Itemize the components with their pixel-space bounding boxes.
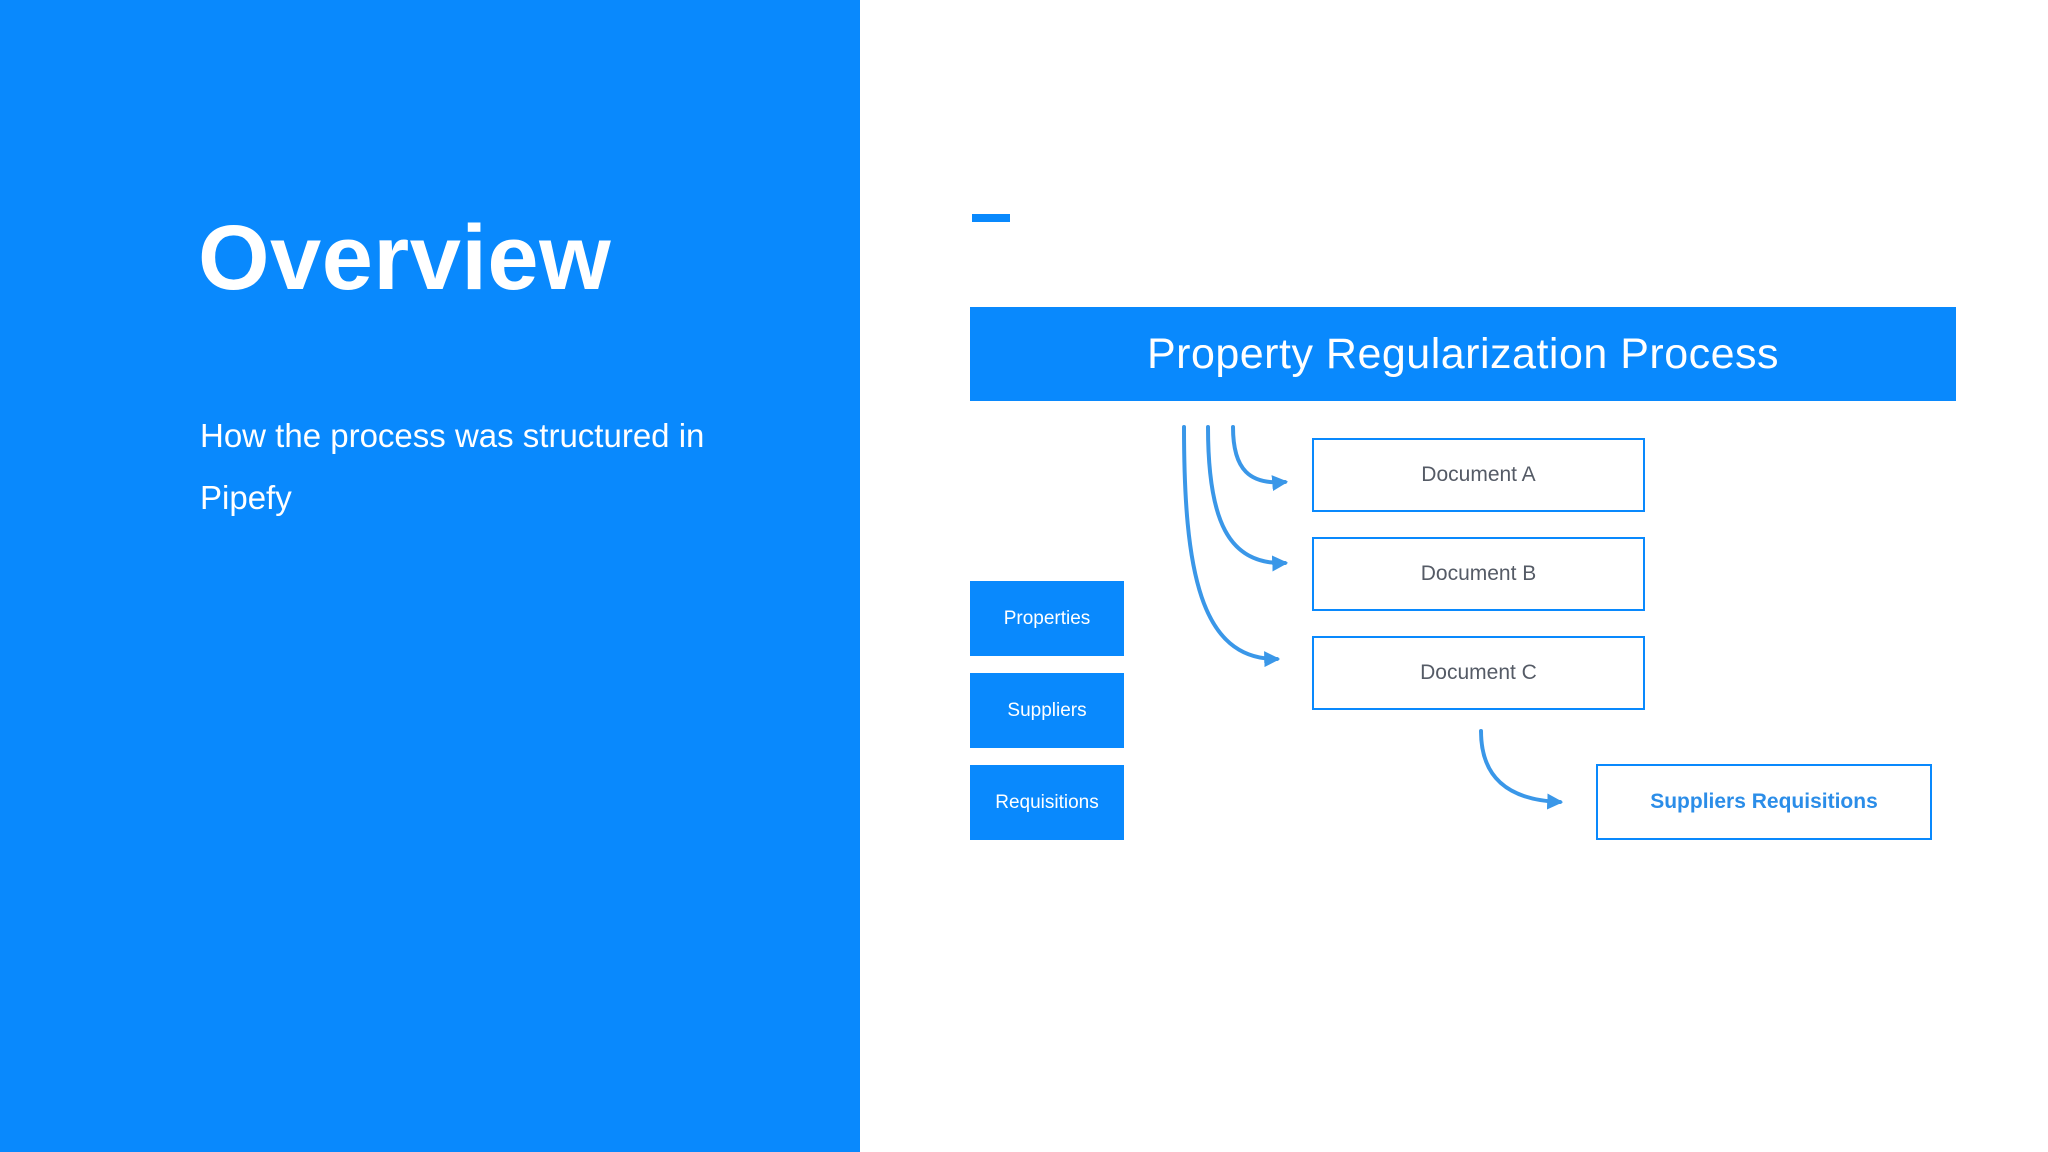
arrow-to-document-c	[1182, 425, 1281, 668]
slide-title: Overview	[198, 207, 612, 309]
document-box-b: Document B	[1312, 537, 1645, 611]
phase-box-requisitions: Requisitions	[970, 765, 1124, 840]
suppliers-requisitions-box: Suppliers Requisitions	[1596, 764, 1932, 840]
arrow-to-suppliers-requisitions	[1479, 729, 1564, 810]
phase-box-properties: Properties	[970, 581, 1124, 656]
accent-dash	[972, 214, 1010, 222]
process-header: Property Regularization Process	[970, 307, 1956, 401]
slide-subtitle: How the process was structured in Pipefy	[200, 417, 705, 516]
arrow-to-document-a	[1231, 425, 1289, 492]
document-box-c: Document C	[1312, 636, 1645, 710]
process-header-label: Property Regularization Process	[1146, 329, 1780, 378]
left-panel: Overview How the process was structured …	[0, 0, 860, 1152]
document-box-a: Document A	[1312, 438, 1645, 512]
phase-box-suppliers: Suppliers	[970, 673, 1124, 748]
arrow-to-document-b	[1206, 425, 1289, 572]
